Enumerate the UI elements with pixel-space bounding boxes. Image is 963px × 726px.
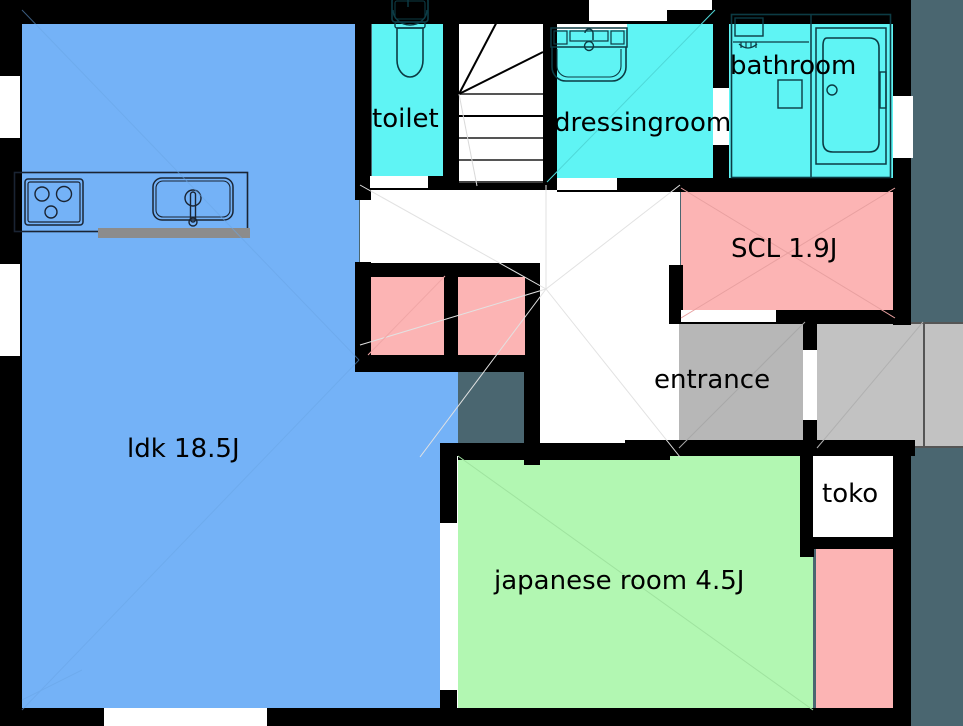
label-japanese-room: japanese room 4.5J xyxy=(494,566,745,596)
wall-entrance-bottom xyxy=(625,440,915,456)
wall-japanese-right xyxy=(800,545,814,557)
room-toilet[interactable] xyxy=(372,4,444,180)
wall-dressing-right xyxy=(713,0,729,88)
japanese-diagonal-guides xyxy=(457,455,814,711)
wall-japanese-left-solid2 xyxy=(440,690,457,726)
wall-scl-left xyxy=(669,265,683,323)
wall-oshiire-right xyxy=(893,444,911,726)
wall-entrance-right-top xyxy=(803,322,817,350)
room-hall-lower[interactable] xyxy=(536,185,680,457)
window-left-upper xyxy=(0,76,21,138)
wall-entrance-right-bottom xyxy=(803,420,817,450)
window-left-lower xyxy=(0,264,21,356)
label-bathroom: bathroom xyxy=(730,51,857,81)
wall-ldk-right-mid xyxy=(355,262,371,372)
porch[interactable] xyxy=(817,322,963,448)
door-toilet[interactable] xyxy=(370,176,428,188)
room-toko[interactable] xyxy=(813,456,904,540)
door-dressing-to-bath[interactable] xyxy=(713,88,729,145)
staircase-icon xyxy=(456,3,546,187)
kitchen-counter-front-bar xyxy=(98,228,250,238)
wall-bathroom-bottom xyxy=(727,178,907,192)
window-left-lower-frame xyxy=(20,264,22,356)
wall-outer-left xyxy=(0,0,22,726)
door-scl[interactable] xyxy=(681,310,776,322)
wall-ldk-right-bottom xyxy=(524,355,540,465)
window-bottom-ldk xyxy=(104,708,267,726)
closet-left-guides xyxy=(367,275,446,356)
dressing-diagonal-guides xyxy=(546,9,716,183)
stove-cooktop-icon xyxy=(24,178,84,226)
toilet-icon xyxy=(386,0,434,90)
label-ldk: ldk 18.5J xyxy=(127,434,240,464)
wall-outer-right-upper xyxy=(893,0,911,325)
wall-stairs-bottom xyxy=(443,183,557,190)
label-dressingroom: dressingroom xyxy=(554,108,732,138)
wall-japanese-left-solid xyxy=(440,443,457,523)
bathroom-unit-icon xyxy=(730,13,892,179)
label-entrance: entrance xyxy=(654,365,771,395)
label-toko: toko xyxy=(822,479,879,509)
wall-closets-divider xyxy=(444,263,458,358)
wall-toilet-right xyxy=(443,0,459,190)
wall-ldk-right-upper xyxy=(355,0,371,200)
hall-guide-lines xyxy=(359,184,681,458)
window-right-bath xyxy=(893,96,913,158)
window-left-upper-frame xyxy=(20,76,22,138)
wall-japanese-bottom xyxy=(440,708,910,726)
closet-right[interactable] xyxy=(457,276,536,355)
entrance-diagonal-guides xyxy=(678,321,806,449)
door-entrance[interactable] xyxy=(803,350,817,420)
label-scl: SCL 1.9J xyxy=(731,234,838,264)
ldk-diagonal-guides xyxy=(21,9,458,711)
wall-japanese-top-left xyxy=(440,443,670,460)
wall-toko-bottom xyxy=(800,537,904,549)
porch-diagonal-guides xyxy=(816,321,963,449)
closet-oshiire[interactable] xyxy=(816,546,895,710)
door-dressing[interactable] xyxy=(557,178,617,190)
washbasin-icon xyxy=(550,27,628,87)
room-ldk[interactable] xyxy=(22,10,359,710)
wall-closets-right xyxy=(525,263,540,358)
window-top-dressing-frame xyxy=(589,21,667,23)
wall-toko-left xyxy=(800,456,813,540)
label-toilet: toilet xyxy=(372,104,439,134)
scl-diagonal-guides xyxy=(680,187,896,319)
sink-icon xyxy=(152,177,234,231)
porch-step-line xyxy=(923,322,925,448)
window-top-notch xyxy=(645,0,712,10)
